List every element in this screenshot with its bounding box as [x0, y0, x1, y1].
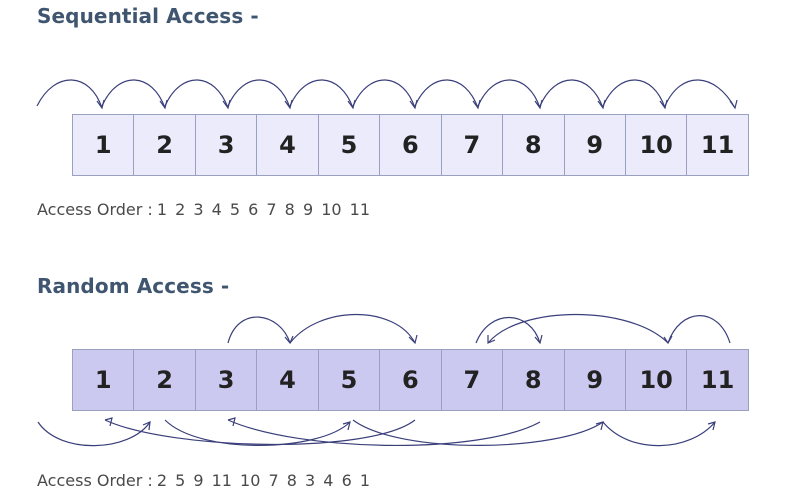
- access-order-label: Access Order :: [37, 200, 153, 219]
- array-cell: 5: [317, 114, 381, 176]
- array-cell: 10: [624, 349, 688, 411]
- rnd-arrow-start-2: [37, 421, 151, 447]
- array-cell: 11: [686, 114, 749, 176]
- array-cell: 7: [440, 349, 504, 411]
- array-cell: 3: [194, 349, 258, 411]
- array-cell: 6: [379, 349, 442, 411]
- array-cell: 7: [440, 114, 504, 176]
- seq-arrow-8: [477, 79, 541, 109]
- rnd-arrow-4-6: [289, 314, 416, 344]
- seq-arrow-1: [36, 79, 103, 109]
- access-order-values: 2 5 9 11 10 7 8 3 4 6 1: [156, 471, 371, 490]
- array-cell: 4: [256, 114, 319, 176]
- rnd-arrow-5-9: [352, 419, 604, 446]
- sequential-access-order: Access Order :1 2 3 4 5 6 7 8 9 10 11: [37, 200, 370, 219]
- access-order-label: Access Order :: [37, 471, 153, 490]
- seq-arrow-5: [289, 79, 354, 109]
- array-cell: 3: [194, 114, 258, 176]
- random-title: Random Access -: [37, 274, 230, 298]
- rnd-arrow-6-1: [104, 419, 416, 446]
- seq-arrow-7: [414, 79, 479, 109]
- array-cell: 1: [72, 114, 135, 176]
- access-order-values: 1 2 3 4 5 6 7 8 9 10 11: [156, 200, 371, 219]
- seq-arrow-2: [101, 79, 166, 109]
- array-cell: 5: [317, 349, 381, 411]
- rnd-arrow-11-10: [667, 315, 731, 344]
- rnd-arrow-8-3: [227, 419, 541, 447]
- rnd-arrow-2-5: [164, 419, 351, 446]
- array-cell: 11: [686, 349, 749, 411]
- random-access-order: Access Order :2 5 9 11 10 7 8 3 4 6 1: [37, 471, 370, 490]
- rnd-arrow-10-7: [487, 314, 669, 344]
- seq-arrow-10: [602, 79, 666, 109]
- array-cell: 10: [624, 114, 688, 176]
- sequential-array: 1 2 3 4 5 6 7 8 9 10 11: [72, 114, 749, 176]
- array-cell: 1: [72, 349, 135, 411]
- seq-arrow-6: [352, 79, 416, 109]
- array-cell: 6: [379, 114, 442, 176]
- sequential-title: Sequential Access -: [37, 4, 259, 28]
- rnd-arrow-3-4: [227, 316, 291, 344]
- seq-arrow-4: [227, 79, 291, 109]
- seq-arrow-9: [539, 79, 604, 109]
- array-cell: 2: [133, 349, 196, 411]
- array-cell: 9: [563, 114, 626, 176]
- array-cell: 2: [133, 114, 196, 176]
- random-array: 1 2 3 4 5 6 7 8 9 10 11: [72, 349, 749, 411]
- array-cell: 4: [256, 349, 319, 411]
- rnd-arrow-7-8: [475, 317, 541, 344]
- seq-arrow-3: [164, 79, 229, 109]
- rnd-arrow-9-11: [602, 421, 716, 447]
- array-cell: 9: [563, 349, 626, 411]
- array-cell: 8: [502, 349, 565, 411]
- seq-arrow-11: [664, 79, 736, 109]
- array-cell: 8: [502, 114, 565, 176]
